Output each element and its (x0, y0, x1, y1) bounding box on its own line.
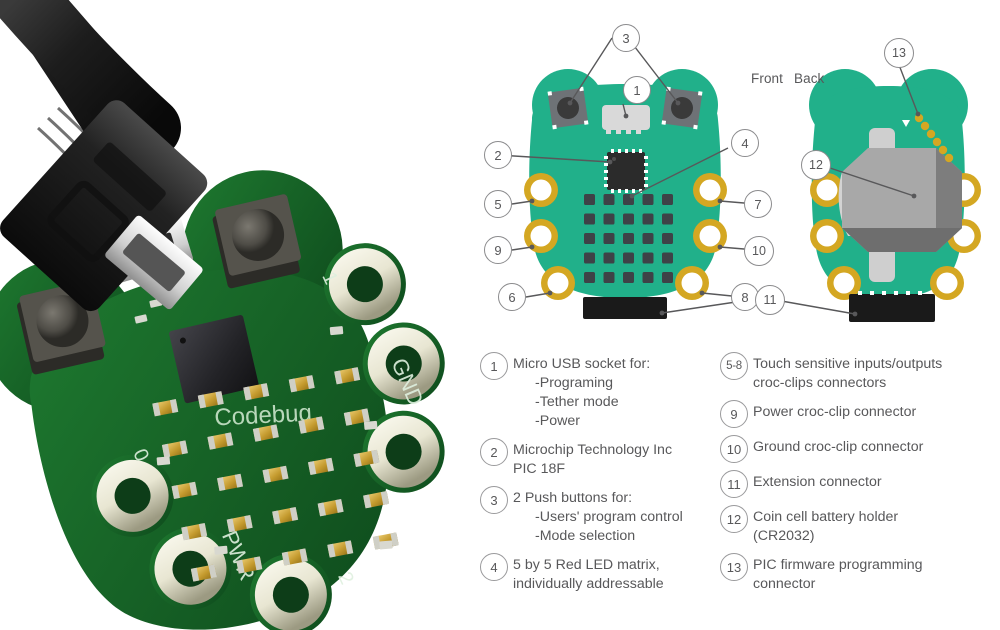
legend-number-4: 4 (480, 553, 508, 581)
legend-line: PIC 18F (513, 461, 566, 477)
legend-number-3: 3 (480, 486, 508, 514)
callout-bubble-3[interactable]: 3 (612, 24, 640, 52)
callout-bubble-6[interactable]: 6 (498, 283, 526, 311)
legend-item-1[interactable]: 1 Micro USB socket for: -Programing -Tethe… (480, 352, 720, 431)
legend-number-12: 12 (720, 505, 748, 533)
callout-leader-dots (529, 100, 921, 317)
legend-column-right: 5-8 Touch sensitive inputs/outputs croc-c… (720, 352, 995, 601)
codebug-board-photo: Codebug A B PWR GND 0 1 2 (0, 0, 445, 630)
codebug-front-illustration (524, 69, 727, 319)
legend-text-13: PIC firmware programming connector (753, 553, 923, 594)
legend-text-5-8: Touch sensitive inputs/outputs croc-clips… (753, 352, 942, 393)
legend-number-13: 13 (720, 553, 748, 581)
callout-bubble-7[interactable]: 7 (744, 190, 772, 218)
legend-item-10[interactable]: 10 Ground croc-clip connector (720, 435, 995, 463)
legend-text-12: Coin cell battery holder (CR2032) (753, 505, 898, 546)
legend-subline: -Power (535, 413, 580, 429)
legend-item-5-8[interactable]: 5-8 Touch sensitive inputs/outputs croc-c… (720, 352, 995, 393)
legend: 1 Micro USB socket for: -Programing -Tethe… (480, 352, 995, 627)
front-label: Front (751, 71, 784, 86)
legend-number-5-8: 5-8 (720, 352, 748, 380)
callout-bubble-10[interactable]: 10 (744, 236, 774, 266)
callout-leader-lines (497, 37, 919, 315)
legend-line: Extension connector (753, 474, 882, 490)
svg-text:Codebug: Codebug (214, 399, 313, 431)
legend-number-10: 10 (720, 435, 748, 463)
legend-item-9[interactable]: 9 Power croc-clip connector (720, 400, 995, 428)
legend-item-13[interactable]: 13 PIC firmware programming connector (720, 553, 995, 594)
legend-line: PIC firmware programming (753, 557, 923, 573)
legend-text-4: 5 by 5 Red LED matrix, individually addre… (513, 553, 664, 594)
legend-line: 2 Push buttons for: (513, 490, 633, 506)
legend-number-9: 9 (720, 400, 748, 428)
legend-subline: -Tether mode (535, 394, 619, 410)
legend-item-3[interactable]: 3 2 Push buttons for: -Users' program con… (480, 486, 720, 546)
legend-column-left: 1 Micro USB socket for: -Programing -Tethe… (480, 352, 720, 601)
callout-bubble-9[interactable]: 9 (484, 236, 512, 264)
callout-bubble-13[interactable]: 13 (884, 38, 914, 68)
legend-line: individually addressable (513, 576, 664, 592)
legend-item-12[interactable]: 12 Coin cell battery holder (CR2032) (720, 505, 995, 546)
legend-line: Power croc-clip connector (753, 404, 917, 420)
legend-text-3: 2 Push buttons for: -Users' program contr… (513, 486, 683, 546)
back-label: Back (794, 71, 825, 86)
legend-line: Ground croc-clip connector (753, 439, 924, 455)
legend-item-4[interactable]: 4 5 by 5 Red LED matrix, individually add… (480, 553, 720, 594)
legend-text-10: Ground croc-clip connector (753, 435, 923, 457)
legend-number-1: 1 (480, 352, 508, 380)
callout-bubble-2[interactable]: 2 (484, 141, 512, 169)
legend-text-11: Extension connector (753, 470, 882, 492)
legend-line: croc-clips connectors (753, 375, 887, 391)
legend-line: (CR2032) (753, 528, 815, 544)
legend-line: Micro USB socket for: (513, 356, 651, 372)
callout-bubble-11[interactable]: 11 (755, 285, 785, 315)
legend-number-2: 2 (480, 438, 508, 466)
legend-line: Touch sensitive inputs/outputs (753, 356, 943, 372)
legend-line: Microchip Technology Inc (513, 442, 673, 458)
callout-bubble-5[interactable]: 5 (484, 190, 512, 218)
legend-item-11[interactable]: 11 Extension connector (720, 470, 995, 498)
legend-line: Coin cell battery holder (753, 509, 899, 525)
callout-bubble-1[interactable]: 1 (623, 76, 651, 104)
legend-line: connector (753, 576, 816, 592)
callout-bubble-8[interactable]: 8 (731, 283, 759, 311)
legend-line: 5 by 5 Red LED matrix, (513, 557, 660, 573)
legend-subline: -Programing (535, 375, 614, 391)
legend-text-9: Power croc-clip connector (753, 400, 916, 422)
legend-subline: -Users' program control (535, 509, 683, 525)
diagram-pane (470, 0, 1000, 350)
legend-subline: -Mode selection (535, 528, 636, 544)
codebug-photo: Codebug A B PWR GND 0 1 2 (0, 0, 470, 630)
codebug-back-illustration (809, 69, 981, 322)
legend-number-11: 11 (720, 470, 748, 498)
callout-bubble-12[interactable]: 12 (801, 150, 831, 180)
legend-text-1: Micro USB socket for: -Programing -Tether … (513, 352, 650, 431)
diagram-illustrations (497, 37, 981, 322)
callout-bubble-4[interactable]: 4 (731, 129, 759, 157)
